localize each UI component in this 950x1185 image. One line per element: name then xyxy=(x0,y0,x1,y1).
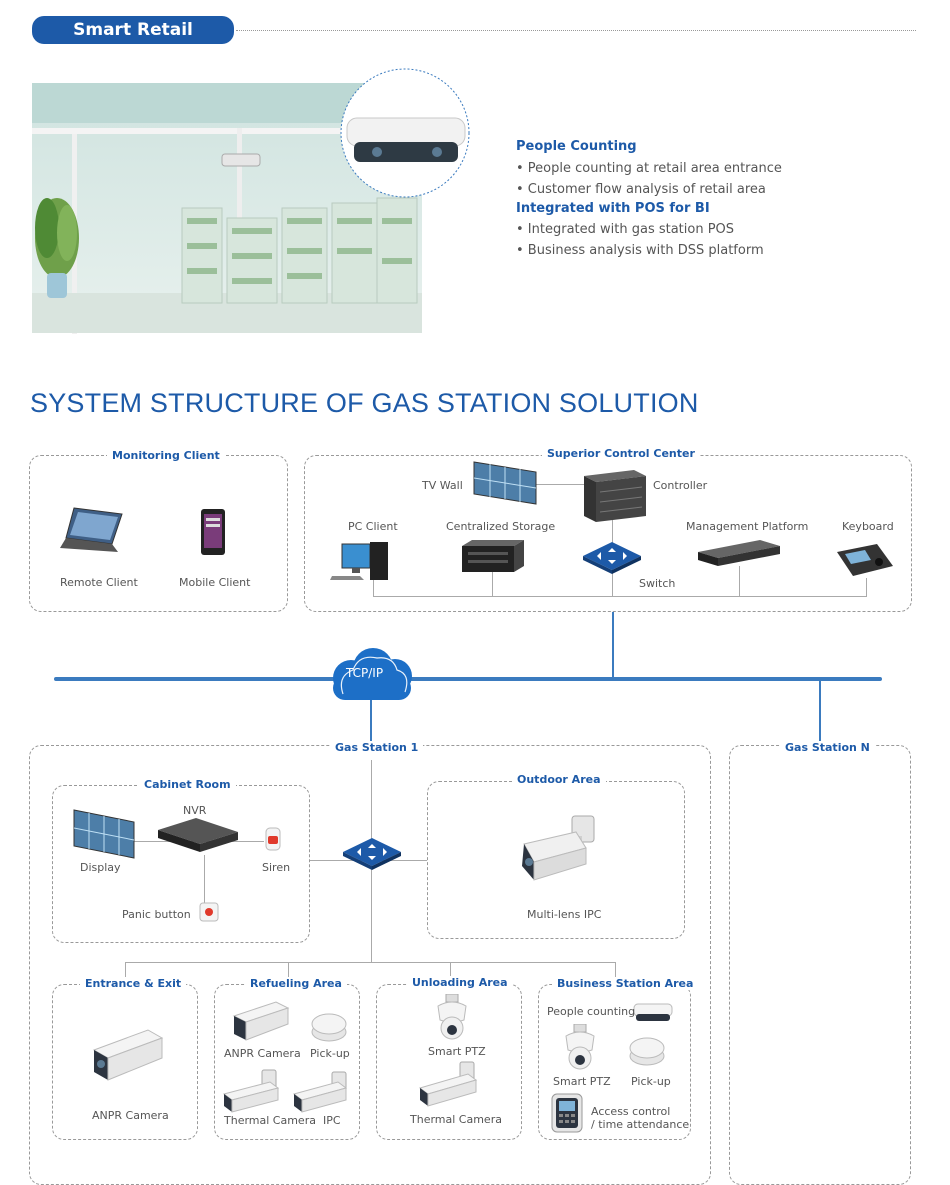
connector-line xyxy=(492,570,493,596)
ipc-camera-icon xyxy=(292,1071,348,1113)
cloud-icon xyxy=(333,648,412,700)
storage-label: Centralized Storage xyxy=(446,520,556,533)
station-switch-icon xyxy=(343,838,401,870)
connector-line xyxy=(615,962,616,984)
people-counting-heading: People Counting xyxy=(516,139,637,154)
outdoor-area-title: Outdoor Area xyxy=(512,773,606,786)
station-n-link xyxy=(819,681,821,746)
connector-line xyxy=(373,596,867,597)
access-control-label: Access control xyxy=(591,1105,671,1118)
cabinet-room-title: Cabinet Room xyxy=(139,778,236,791)
refueling-area-title: Refueling Area xyxy=(245,977,347,990)
remote-client-label: Remote Client xyxy=(60,576,138,589)
anpr-camera-label: ANPR Camera xyxy=(224,1047,301,1060)
unloading-area-title: Unloading Area xyxy=(407,976,513,989)
pc-client-icon xyxy=(330,542,388,580)
pick-up-icon xyxy=(629,1037,665,1066)
keyboard-label: Keyboard xyxy=(842,520,894,533)
connector-line xyxy=(450,962,451,984)
monitoring-client-title: Monitoring Client xyxy=(107,449,225,462)
anpr-camera-icon xyxy=(92,1029,164,1081)
business-station-area-title: Business Station Area xyxy=(552,977,699,990)
thermal-camera-label: Thermal Camera xyxy=(224,1114,316,1127)
controller-label: Controller xyxy=(653,479,708,492)
controller-icon xyxy=(584,470,646,522)
siren-icon xyxy=(265,827,281,851)
keyboard-icon xyxy=(837,544,893,576)
feature-item: • Customer flow analysis of retail area xyxy=(516,182,766,197)
storage-server-icon xyxy=(462,540,524,572)
connector-line xyxy=(204,855,205,910)
connector-line xyxy=(534,484,584,485)
pc-client-label: PC Client xyxy=(348,520,398,533)
connector-line xyxy=(125,962,616,963)
connector-line xyxy=(288,962,289,984)
display-wall-icon xyxy=(73,809,135,859)
nvr-icon xyxy=(158,818,238,852)
mobile-client-label: Mobile Client xyxy=(179,576,251,589)
tcp-ip-label: TCP/IP xyxy=(346,666,384,680)
superior-control-center-title: Superior Control Center xyxy=(542,447,700,460)
anpr-camera-icon xyxy=(232,1001,290,1041)
tv-wall-label: TV Wall xyxy=(422,479,463,492)
banner-divider xyxy=(236,30,916,31)
people-counting-label: People counting xyxy=(547,1005,636,1018)
pick-up-icon xyxy=(311,1013,347,1042)
panic-button-icon xyxy=(199,902,219,922)
smart-ptz-icon xyxy=(437,994,467,1040)
section-title: SYSTEM STRUCTURE OF GAS STATION SOLUTION xyxy=(30,388,699,418)
connector-line xyxy=(125,962,126,984)
smart-ptz-icon xyxy=(565,1024,595,1070)
smart-ptz-label: Smart PTZ xyxy=(428,1045,486,1058)
section-banner: Smart Retail Solution xyxy=(32,16,234,68)
switch-icon xyxy=(583,542,641,574)
retail-store-illustration xyxy=(32,68,470,334)
gas-station-n-box xyxy=(729,745,911,1185)
tv-wall-icon xyxy=(473,461,537,505)
feature-item: • Business analysis with DSS platform xyxy=(516,243,764,258)
laptop-icon xyxy=(60,507,123,552)
siren-label: Siren xyxy=(262,861,291,874)
multi-lens-ipc-label: Multi-lens IPC xyxy=(527,908,602,921)
feature-item: • Integrated with gas station POS xyxy=(516,222,735,237)
display-label: Display xyxy=(80,861,121,874)
nvr-label: NVR xyxy=(183,804,207,817)
connector-line xyxy=(866,578,867,596)
multi-lens-camera-icon xyxy=(522,815,595,881)
feature-item: • People counting at retail area entranc… xyxy=(516,161,782,176)
entrance-exit-title: Entrance & Exit xyxy=(80,977,187,990)
thermal-camera-icon xyxy=(418,1061,478,1107)
connector-line xyxy=(373,580,374,596)
panic-button-label: Panic button xyxy=(122,908,191,921)
time-attendance-label: / time attendance xyxy=(591,1118,690,1131)
people-counting-camera-icon xyxy=(633,1003,673,1021)
connector-line xyxy=(739,566,740,596)
gas-station-1-title: Gas Station 1 xyxy=(330,741,424,754)
pick-up-label: Pick-up xyxy=(310,1047,350,1060)
management-server-icon xyxy=(698,540,780,566)
thermal-camera-icon xyxy=(222,1069,280,1113)
switch-label: Switch xyxy=(639,577,676,590)
management-platform-label: Management Platform xyxy=(686,520,809,533)
network-backbone xyxy=(54,677,882,681)
anpr-camera-label: ANPR Camera xyxy=(92,1109,169,1122)
mobile-phone-icon xyxy=(201,509,225,555)
gas-station-n-title: Gas Station N xyxy=(780,741,875,754)
smart-ptz-label: Smart PTZ xyxy=(553,1075,611,1088)
station-1-link xyxy=(370,690,372,746)
thermal-camera-label: Thermal Camera xyxy=(410,1113,502,1126)
pick-up-label: Pick-up xyxy=(631,1075,671,1088)
access-control-icon xyxy=(551,1093,583,1133)
ipc-label: IPC xyxy=(323,1114,341,1127)
pos-heading: Integrated with POS for BI xyxy=(516,201,710,216)
uplink-line xyxy=(612,612,614,679)
